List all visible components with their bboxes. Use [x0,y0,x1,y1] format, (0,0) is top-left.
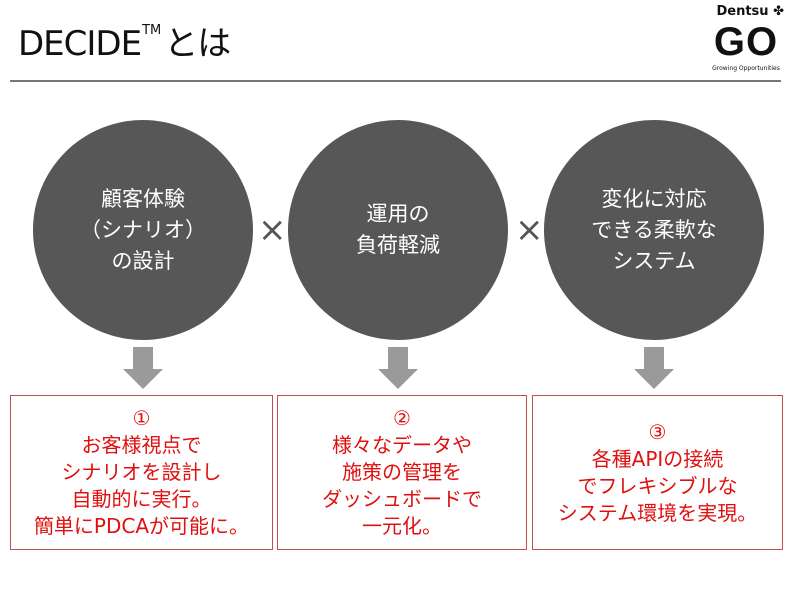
times-icon: × [515,210,544,250]
down-arrow-icon [123,347,163,389]
title-suffix: とは [164,24,231,64]
box-dashboard: ② 様々なデータや 施策の管理を ダッシュボードで 一元化。 [277,395,527,550]
logo-cross-icon: ✤ [773,4,784,19]
title-text: DECIDE [18,24,142,64]
box-api: ③ 各種APIの接続 でフレキシブルな システム環境を実現。 [532,395,783,550]
title-divider [10,80,781,82]
logo-mark: GO [713,20,779,64]
slide-title: DECIDETMとは [18,22,231,66]
down-arrow-icon [634,347,674,389]
logo-tagline: Growing Opportunities [712,65,780,72]
circle-operation-load: 運用の 負荷軽減 [288,120,508,340]
box-scenario: ① お客様視点で シナリオを設計し 自動的に実行。 簡単にPDCAが可能に。 [10,395,273,550]
circle-flexible-system: 変化に対応 できる柔軟な システム [544,120,764,340]
trademark: TM [142,23,162,38]
dentsu-go-logo: Dentsu ✤ GO Growing Opportunities [708,4,784,73]
times-icon: × [258,210,287,250]
down-arrow-icon [378,347,418,389]
circle-customer-experience: 顧客体験 （シナリオ） の設計 [33,120,253,340]
logo-brand: Dentsu [716,4,769,19]
